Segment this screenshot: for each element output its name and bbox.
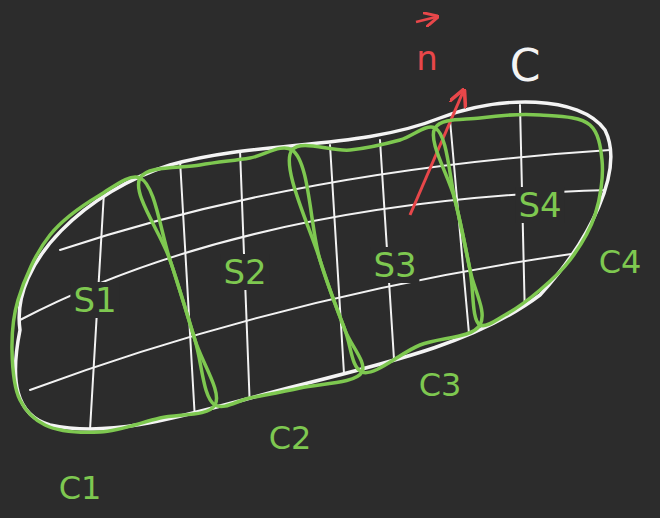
curve-label: C bbox=[507, 43, 544, 89]
surface-patch: S1 bbox=[8, 174, 219, 436]
curve-label: C2 bbox=[266, 421, 315, 455]
curve-label: C4 bbox=[596, 245, 645, 279]
patch-label: S1 bbox=[70, 282, 119, 318]
surface-boundary bbox=[15, 102, 610, 429]
curve-label: n bbox=[413, 40, 441, 76]
vector-arrow bbox=[416, 17, 436, 22]
curve-label: C3 bbox=[416, 368, 465, 402]
patch-label: S4 bbox=[515, 187, 564, 223]
surface-patch: S4 bbox=[431, 111, 606, 329]
patch-label: S3 bbox=[370, 247, 419, 283]
surface-patch: S3 bbox=[288, 124, 484, 376]
curve-label: C1 bbox=[56, 471, 105, 505]
patch-border bbox=[433, 115, 602, 326]
surface-patch: S2 bbox=[136, 146, 366, 409]
patch-label: S2 bbox=[220, 254, 269, 290]
patch-border bbox=[138, 148, 362, 407]
patch-border bbox=[289, 127, 482, 373]
